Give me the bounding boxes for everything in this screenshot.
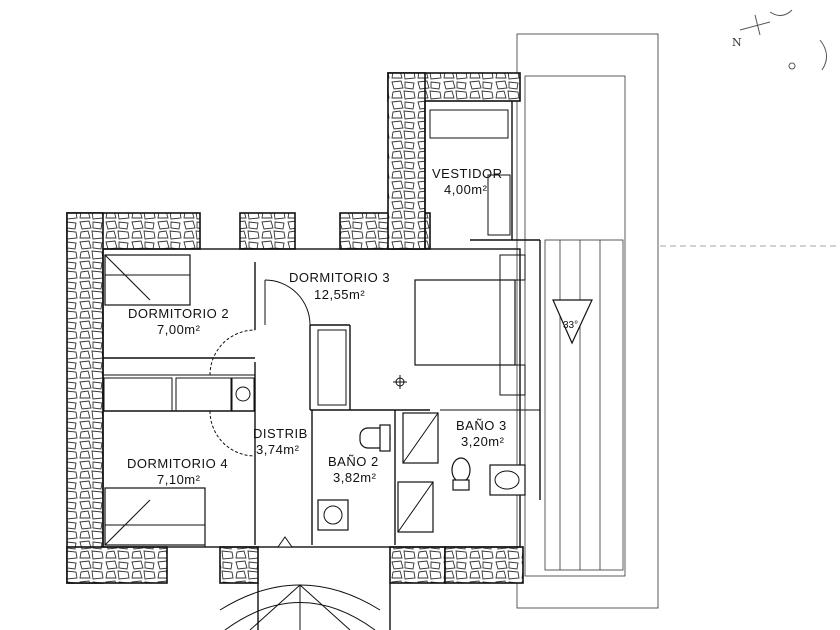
door-swings [209,279,311,457]
shower-bano-2 [397,481,434,533]
north-label: N [732,36,742,49]
roof-area [516,33,840,609]
bed-dormitorio-3 [414,254,526,396]
room-area-bano-2: 3,82m² [333,470,377,485]
room-area-bano-3: 3,20m² [461,434,505,449]
room-name-bano-3: BAÑO 3 [456,418,507,433]
bed-dormitorio-2 [104,254,191,306]
room-name-bano-2: BAÑO 2 [328,454,379,469]
room-dormitorio-3: DORMITORIO 3 12,55m² [289,270,390,302]
room-bano-2: BAÑO 2 3,82m² [328,454,379,485]
shower-bano-3 [402,412,439,464]
roof-slope-marker: 33° [552,299,593,345]
room-distrib: DISTRIB 3,74m² [253,426,308,457]
sink-bano-2 [317,499,349,531]
room-name-dormitorio-2: DORMITORIO 2 [128,306,229,321]
sink-bano-3 [489,464,526,496]
interior-walls [102,101,541,630]
north-arrow-icon: N [732,9,827,71]
roof-slope-label: 33° [563,320,578,331]
room-name-dormitorio-4: DORMITORIO 4 [127,456,228,471]
room-area-vestidor: 4,00m² [444,182,488,197]
room-area-dormitorio-2: 7,00m² [157,322,201,337]
toilet-bano-3 [451,457,471,491]
room-area-dormitorio-4: 7,10m² [157,472,201,487]
room-dormitorio-4: DORMITORIO 4 7,10m² [127,456,228,487]
room-name-dormitorio-3: DORMITORIO 3 [289,270,390,285]
room-area-distrib: 3,74m² [256,442,300,457]
toilet-bano-2 [359,424,391,452]
ceiling-light-icon [393,375,407,389]
room-name-distrib: DISTRIB [253,426,308,441]
room-vestidor: VESTIDOR 4,00m² [432,166,502,197]
room-area-dormitorio-3: 12,55m² [314,287,365,302]
room-name-vestidor: VESTIDOR [432,166,502,181]
room-bano-3: BAÑO 3 3,20m² [456,418,507,449]
room-dormitorio-2: DORMITORIO 2 7,00m² [128,306,229,337]
bed-dormitorio-4 [104,487,206,546]
